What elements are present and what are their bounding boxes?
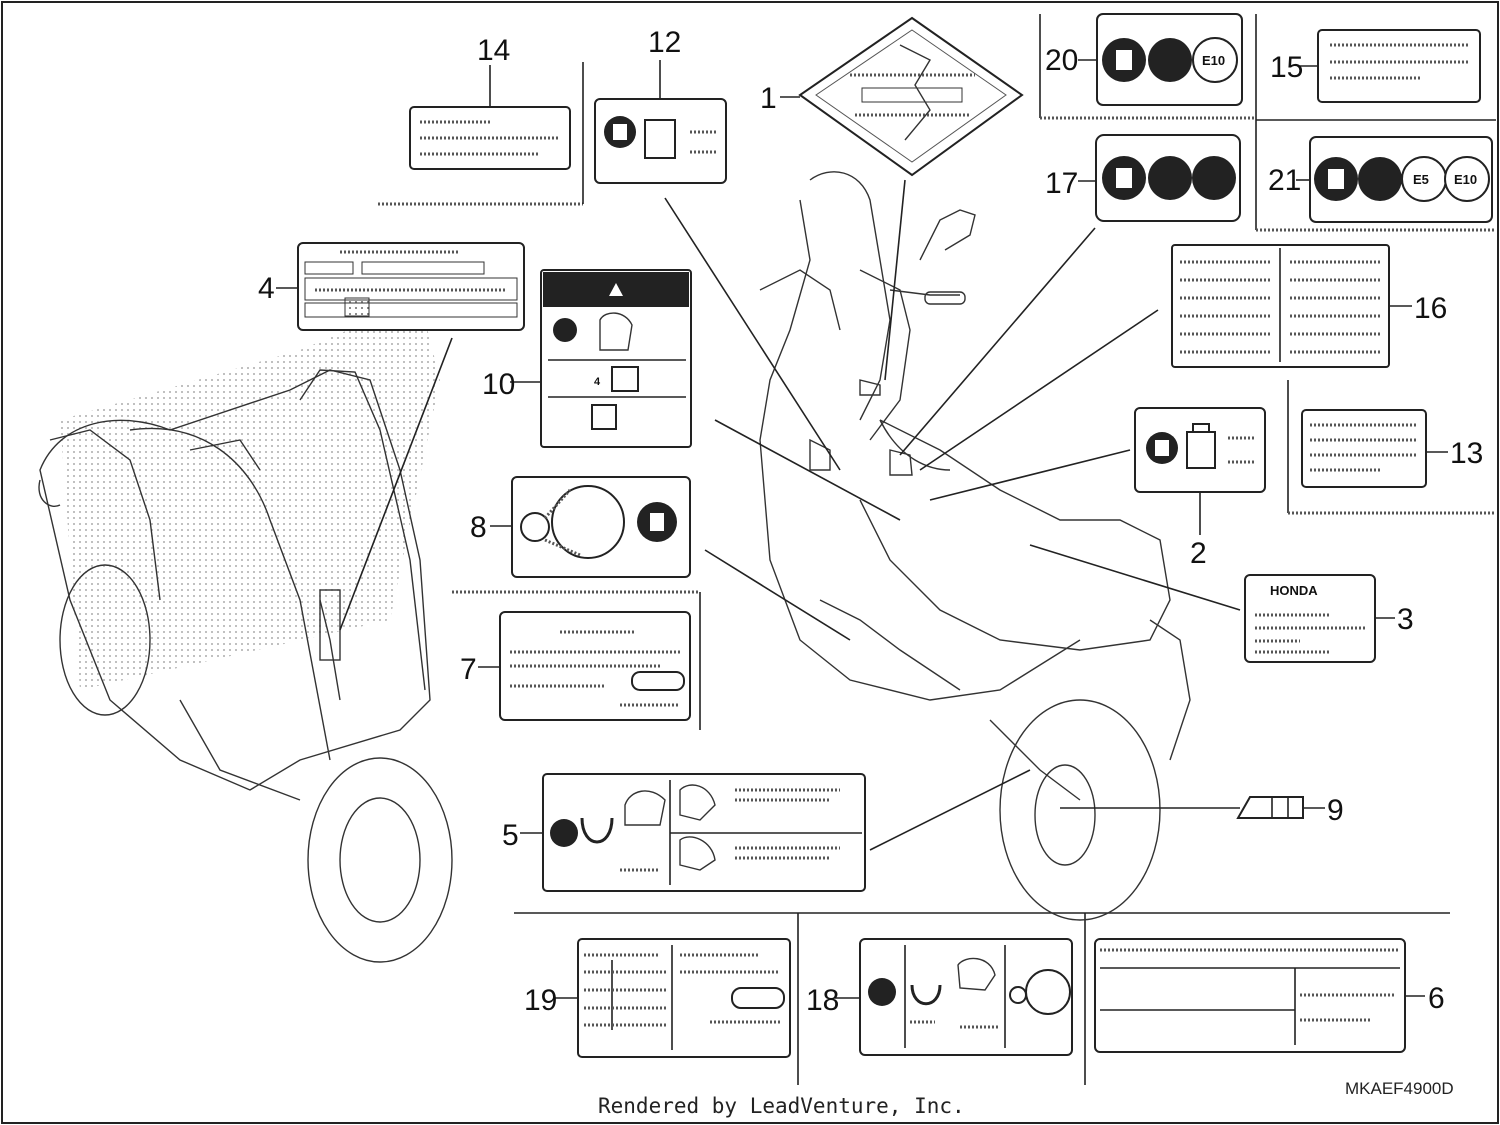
callout-17: 17	[1045, 167, 1078, 200]
rendered-by-footer: Rendered by LeadVenture, Inc.	[598, 1094, 965, 1118]
callout-20: 20	[1045, 44, 1078, 77]
label-20: E10	[1096, 13, 1243, 106]
label-8	[511, 476, 691, 578]
label-7	[499, 611, 691, 721]
callout-13: 13	[1450, 437, 1483, 470]
callout-18: 18	[806, 984, 839, 1017]
diagram-code: MKAEF4900D	[1345, 1079, 1454, 1098]
four-stroke-mark: 4	[594, 376, 601, 388]
honda-wordmark: HONDA	[1270, 583, 1318, 598]
e10-mark-2: E10	[1454, 172, 1477, 187]
label-4	[297, 242, 525, 331]
callout-stubs	[276, 59, 1448, 999]
label-21: E5 E10	[1309, 136, 1493, 223]
callout-6: 6	[1428, 982, 1445, 1015]
label-5	[542, 773, 866, 892]
label-14	[409, 106, 571, 170]
label-1-diamond	[798, 16, 1024, 177]
scooter-side-view	[759, 171, 1191, 921]
callout-16: 16	[1414, 292, 1447, 325]
callout-9: 9	[1327, 794, 1344, 827]
callout-4: 4	[258, 272, 275, 305]
e10-mark: E10	[1202, 53, 1225, 68]
callout-19: 19	[524, 984, 557, 1017]
callout-5: 5	[502, 819, 519, 852]
callout-2: 2	[1190, 537, 1207, 570]
section-dividers	[378, 14, 1496, 1085]
callout-3: 3	[1397, 603, 1414, 636]
callout-14: 14	[477, 34, 510, 67]
label-6	[1094, 938, 1406, 1053]
label-10: 4	[540, 269, 692, 448]
label-16	[1171, 244, 1390, 368]
label-2	[1134, 407, 1266, 493]
label-13	[1301, 409, 1427, 488]
label-19	[577, 938, 791, 1058]
callout-7: 7	[460, 653, 477, 686]
label-17	[1095, 134, 1241, 222]
scooter-front-view	[38, 300, 453, 963]
callout-12: 12	[648, 26, 681, 59]
label-9	[1236, 796, 1304, 819]
callout-10: 10	[482, 368, 515, 401]
label-12	[594, 98, 727, 184]
label-15	[1317, 29, 1481, 103]
callout-8: 8	[470, 511, 487, 544]
label-18	[859, 938, 1073, 1056]
callout-21: 21	[1268, 164, 1301, 197]
callout-15: 15	[1270, 51, 1303, 84]
label-3-honda: HONDA	[1244, 574, 1376, 663]
callout-numbers: 14 12 1 20 15 17 21 4 16 10 13 2 8 3 7 9…	[258, 26, 1483, 1017]
leader-lines	[339, 179, 1241, 851]
e5-mark: E5	[1413, 172, 1429, 187]
callout-1: 1	[760, 82, 777, 115]
